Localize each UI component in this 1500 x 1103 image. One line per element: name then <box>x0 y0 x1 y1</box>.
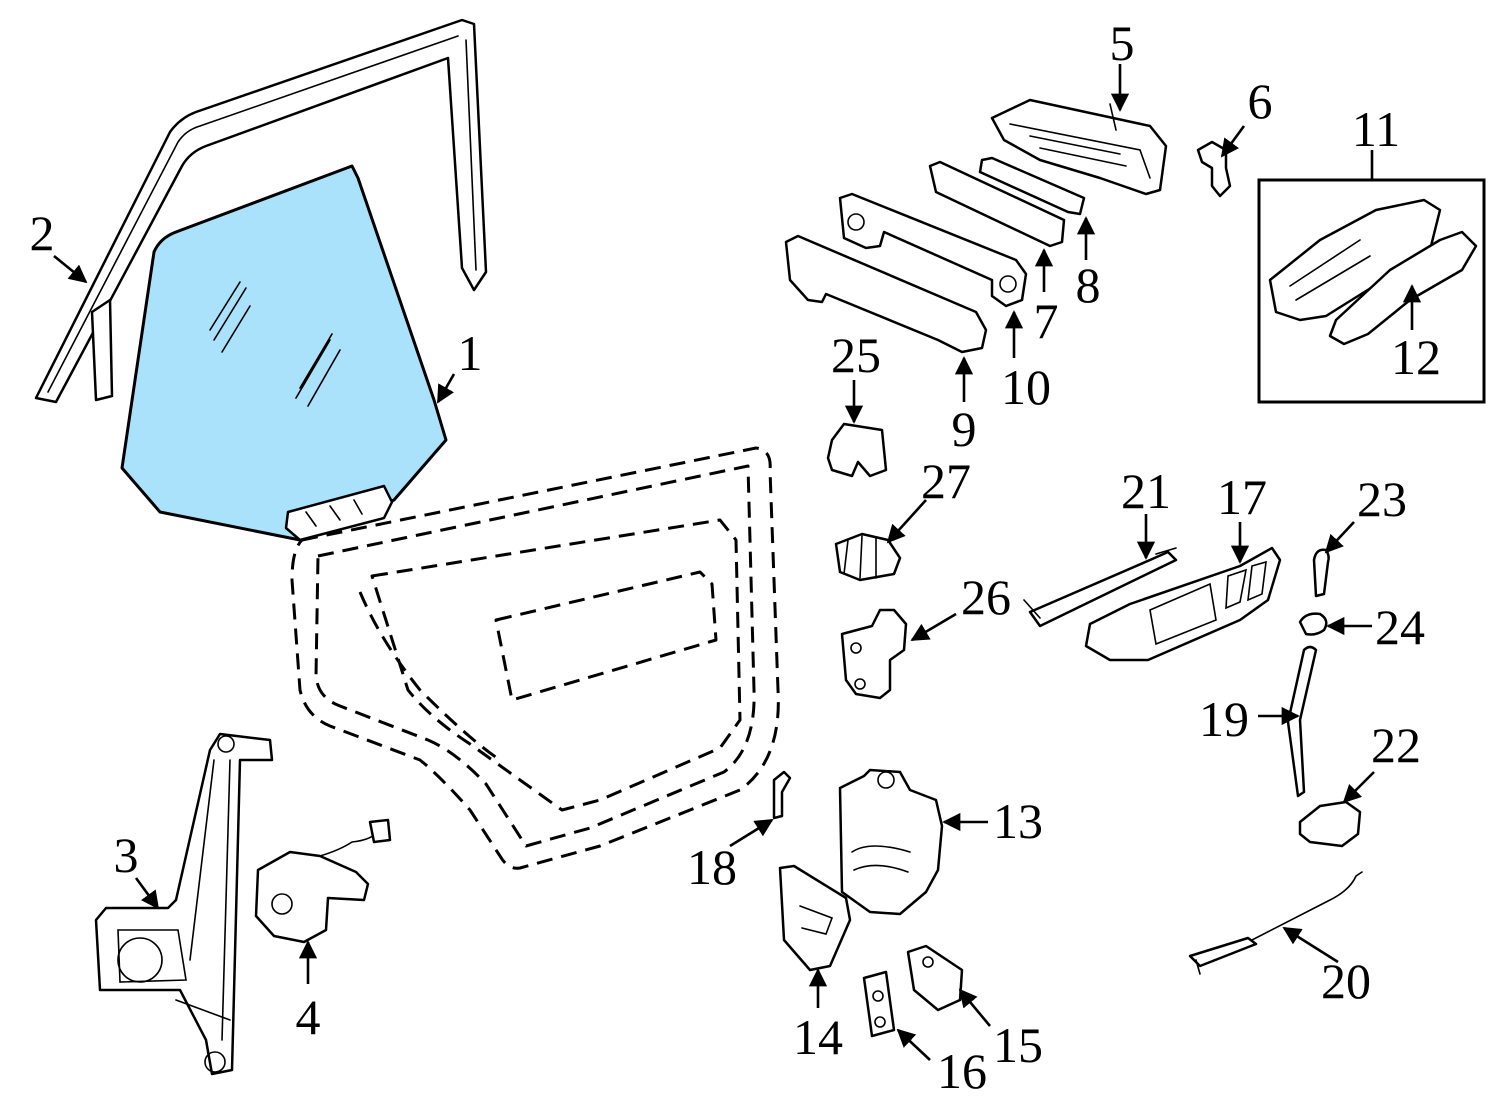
lock-link-18[interactable] <box>772 770 792 820</box>
callout-7: 7 <box>1034 293 1059 349</box>
callout-17: 17 <box>1217 469 1267 525</box>
handle-bracket[interactable] <box>826 422 888 478</box>
door-latch[interactable] <box>838 768 944 916</box>
lock-rod-21[interactable] <box>1023 547 1178 628</box>
grommet-24[interactable] <box>1298 612 1328 636</box>
callout-12: 12 <box>1391 329 1441 385</box>
callout-21: 21 <box>1121 463 1171 519</box>
inside-handle[interactable] <box>1084 546 1282 662</box>
door-glass-highlight <box>120 164 448 542</box>
lock-rod-19[interactable] <box>1286 645 1318 798</box>
handle-seal[interactable] <box>928 160 1066 248</box>
window-frame-channel[interactable] <box>34 18 488 404</box>
callout-14: 14 <box>793 1009 843 1065</box>
callout-25: 25 <box>831 327 881 383</box>
lock-knob-23[interactable] <box>1312 548 1330 598</box>
callout-3: 3 <box>114 827 139 883</box>
callout-27: 27 <box>921 453 971 509</box>
outside-handle-base[interactable] <box>990 98 1168 196</box>
callout-18: 18 <box>687 839 737 895</box>
callout-6: 6 <box>1248 73 1273 129</box>
striker-shim[interactable] <box>862 970 896 1038</box>
callout-4: 4 <box>296 989 321 1045</box>
latch-shield[interactable] <box>778 864 852 972</box>
door-shell-outline <box>290 446 780 870</box>
callout-9: 9 <box>952 401 977 457</box>
callout-10: 10 <box>1001 359 1051 415</box>
door-glass[interactable] <box>120 164 448 542</box>
handle-insert[interactable] <box>978 156 1086 216</box>
window-regulator[interactable] <box>94 732 274 1076</box>
callout-11: 11 <box>1352 101 1400 157</box>
callout-16: 16 <box>937 1043 987 1099</box>
callout-8: 8 <box>1076 257 1101 313</box>
rubber-boot[interactable] <box>834 532 902 582</box>
callout-labels: 1 2 3 4 5 6 7 8 9 10 11 12 13 14 15 16 1… <box>30 15 1442 1099</box>
callout-24: 24 <box>1375 599 1425 655</box>
door-hinge[interactable] <box>840 608 908 700</box>
lock-actuator[interactable] <box>1298 800 1362 848</box>
callout-13: 13 <box>993 793 1043 849</box>
callout-2: 2 <box>30 205 55 261</box>
handle-bezel[interactable] <box>838 192 1028 308</box>
callout-15: 15 <box>993 1017 1043 1073</box>
callout-26: 26 <box>961 569 1011 625</box>
callout-1: 1 <box>458 325 483 381</box>
leader-lines <box>53 64 1422 1061</box>
callout-5: 5 <box>1110 15 1135 71</box>
handle-inset-box <box>1257 178 1486 404</box>
door-striker[interactable] <box>906 944 964 1012</box>
callout-19: 19 <box>1199 691 1249 747</box>
outside-handle[interactable] <box>784 234 988 354</box>
callout-22: 22 <box>1371 717 1421 773</box>
release-cable[interactable] <box>1188 871 1363 975</box>
callout-20: 20 <box>1321 953 1371 1009</box>
window-motor[interactable] <box>254 818 392 944</box>
callout-23: 23 <box>1357 471 1407 527</box>
